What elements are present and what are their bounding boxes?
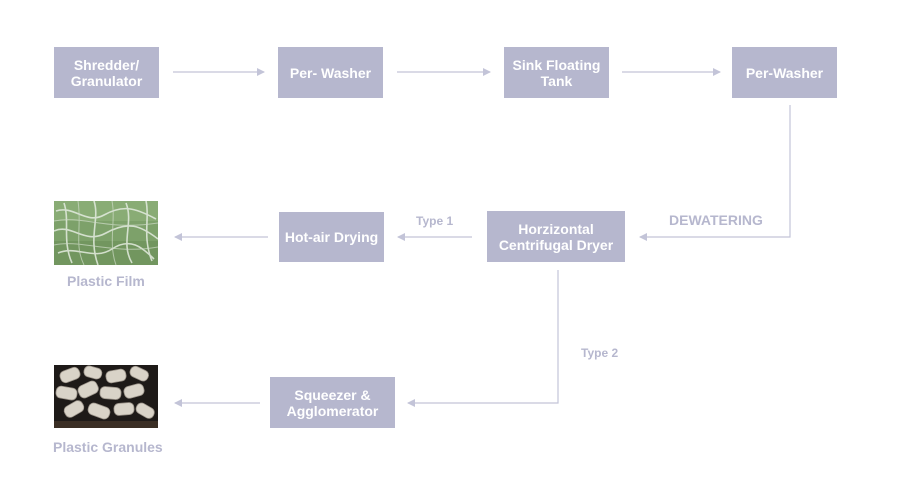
node-hot-air-drying: Hot-air Drying [279,212,384,262]
label-dewatering: DEWATERING [669,212,763,228]
label-type-2: Type 2 [581,346,619,360]
arrow-dryer-to-squeezer [407,270,559,407]
plastic-granules-image [54,365,158,428]
node-pre-washer-1: Per- Washer [278,47,383,98]
node-horizontal-centrifugal-dryer: Horzizontal Centrifugal Dryer [487,211,625,262]
node-sink-floating-tank: Sink Floating Tank [504,47,609,98]
node-squeezer-agglomerator: Squeezer & Agglomerator [270,377,395,428]
label-plastic-granules: Plastic Granules [53,439,163,455]
node-shredder-granulator: Shredder/ Granulator [54,47,159,98]
node-pre-washer-2: Per-Washer [732,47,837,98]
label-type-1: Type 1 [416,214,454,228]
arrow-prewasher2-to-dryer [639,105,791,241]
plastic-film-image [54,201,158,265]
label-plastic-film: Plastic Film [67,273,145,289]
